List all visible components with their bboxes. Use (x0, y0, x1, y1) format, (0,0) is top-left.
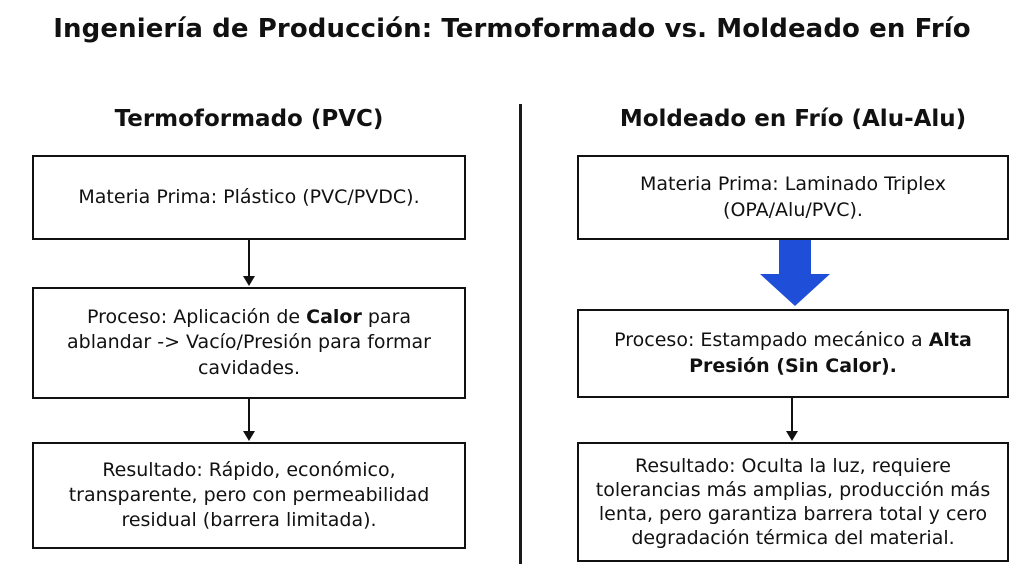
thick-down-arrow-icon (760, 240, 830, 306)
column-divider (519, 104, 522, 564)
right-arrow-head (786, 431, 798, 441)
right-process-box: Proceso: Estampado mecánico a Alta Presi… (577, 309, 1009, 398)
left-result-box: Resultado: Rápido, económico, transparen… (32, 442, 466, 549)
left-process-box: Proceso: Aplicación de Calor para abland… (32, 287, 466, 399)
right-raw-material-text: Materia Prima: Laminado Triplex (OPA/Alu… (639, 173, 947, 221)
right-process-text-bold: Alta Presión (Sin Calor). (689, 329, 972, 377)
left-process-text-a: Proceso: Aplicación de (86, 306, 307, 329)
right-process-text: Proceso: Estampado mecánico a Alta Presi… (589, 328, 997, 379)
left-arrow-2-line (248, 399, 250, 431)
left-arrow-2-head (243, 431, 255, 441)
left-arrow-1-line (248, 240, 250, 276)
right-column-heading: Moldeado en Frío (Alu-Alu) (619, 106, 967, 132)
right-result-box: Resultado: Oculta la luz, requiere toler… (577, 442, 1009, 562)
page-title: Ingeniería de Producción: Termoformado v… (53, 14, 971, 44)
left-process-text-bold: Calor (306, 306, 362, 329)
left-column-heading: Termoformado (PVC) (114, 106, 384, 132)
left-result-text: Resultado: Rápido, económico, transparen… (68, 458, 430, 532)
left-raw-material-text: Materia Prima: Plástico (PVC/PVDC). (78, 185, 420, 208)
left-process-text-b: para ablandar -> Vacío/Presión para form… (67, 306, 431, 379)
left-arrow-1-head (243, 276, 255, 286)
right-arrow-line (791, 398, 793, 431)
right-raw-material-box: Materia Prima: Laminado Triplex (OPA/Alu… (577, 155, 1009, 240)
right-process-text-a: Proceso: Estampado mecánico a (614, 329, 929, 352)
right-result-text: Resultado: Oculta la luz, requiere toler… (595, 454, 991, 550)
left-raw-material-box: Materia Prima: Plástico (PVC/PVDC). (32, 155, 466, 240)
left-process-text: Proceso: Aplicación de Calor para abland… (44, 305, 454, 381)
